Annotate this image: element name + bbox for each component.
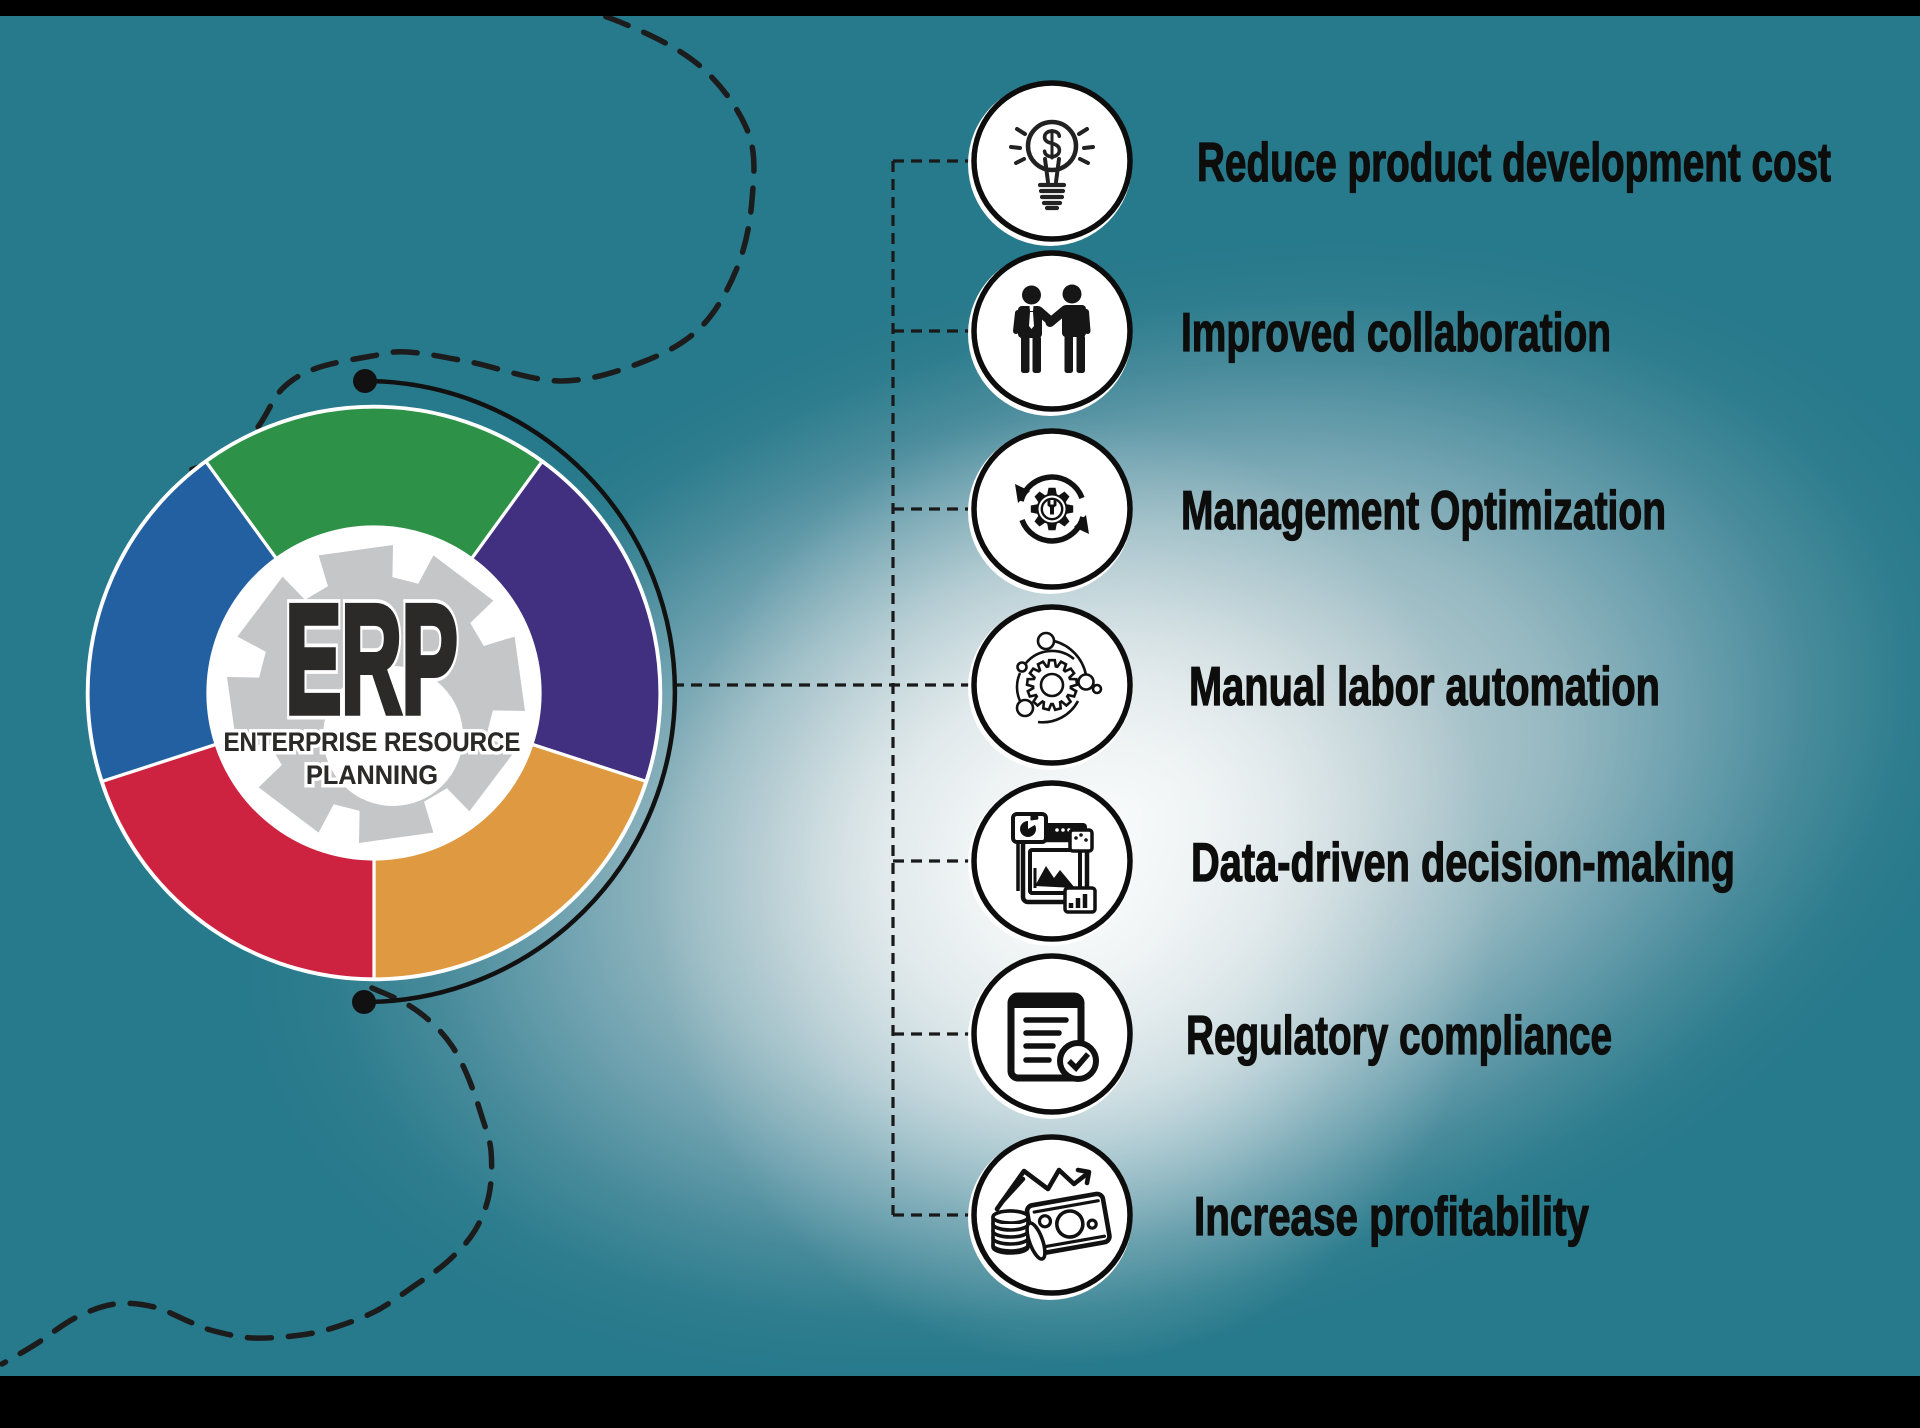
- svg-text:Reduce product development cos: Reduce product development cost: [1197, 131, 1831, 193]
- svg-text:PLANNING: PLANNING: [306, 760, 438, 790]
- svg-text:ERP: ERP: [285, 573, 457, 747]
- svg-text:Improved collaboration: Improved collaboration: [1181, 301, 1611, 363]
- svg-text:ENTERPRISE RESOURCE: ENTERPRISE RESOURCE: [224, 727, 521, 757]
- svg-text:ENTERPRISE RESOURCE: ENTERPRISE RESOURCE: [224, 727, 521, 757]
- svg-text:Increase profitability: Increase profitability: [1194, 1185, 1589, 1247]
- svg-text:Data-driven decision-making: Data-driven decision-making: [1191, 831, 1735, 893]
- svg-text:Regulatory compliance: Regulatory compliance: [1186, 1004, 1612, 1066]
- svg-text:Manual labor automation: Manual labor automation: [1189, 655, 1660, 717]
- svg-text:PLANNING: PLANNING: [306, 760, 438, 790]
- svg-text:ERP: ERP: [285, 573, 457, 747]
- svg-text:Management Optimization: Management Optimization: [1181, 479, 1666, 541]
